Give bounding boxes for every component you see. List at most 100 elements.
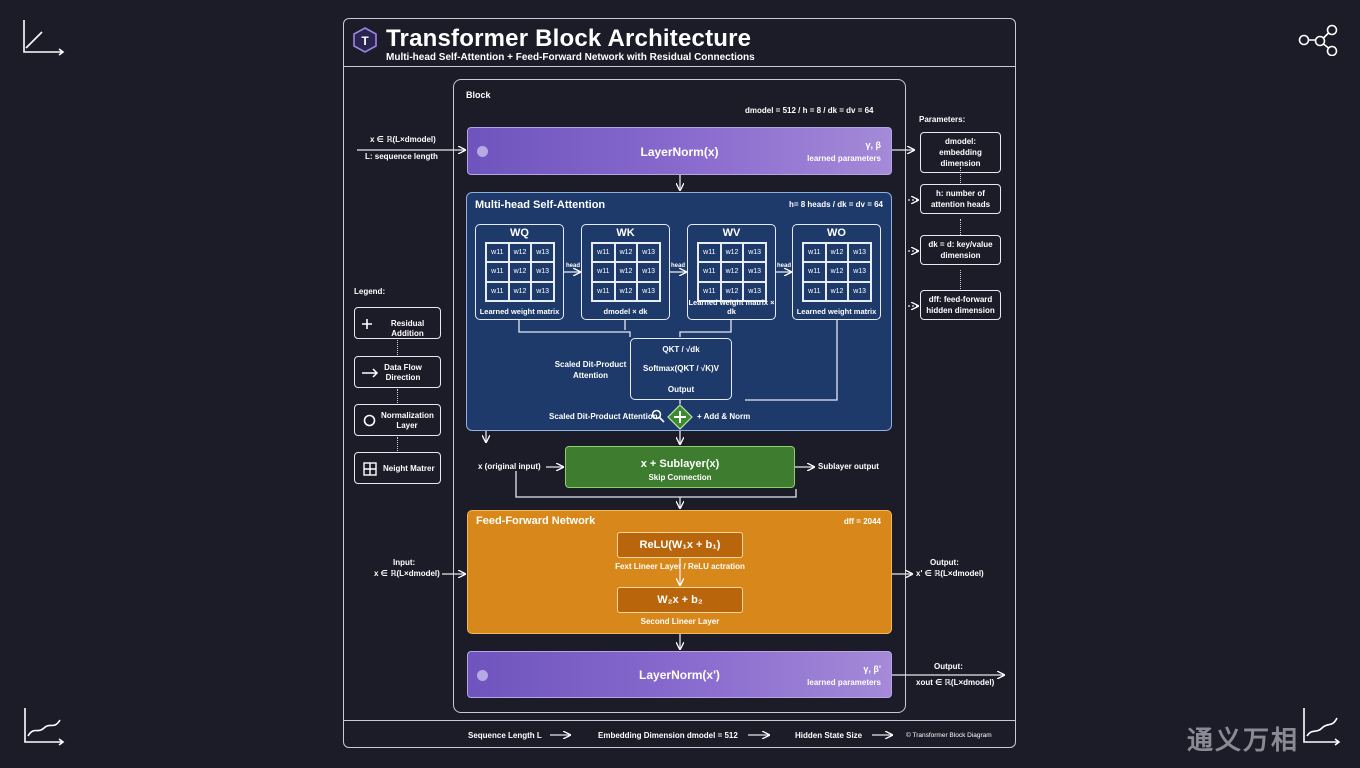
plus-icon bbox=[362, 319, 372, 329]
legend-normalization: Normalization Layer bbox=[354, 404, 441, 436]
matrix-cell: w12 bbox=[720, 243, 744, 263]
skip-connection: x + Sublayer(x) Skip Connection bbox=[565, 446, 795, 488]
layernorm-2-dot bbox=[477, 670, 488, 681]
matrix-cell: w13 bbox=[743, 243, 766, 263]
weight-q-caption: Learned weight matrix bbox=[479, 307, 560, 316]
layernorm-1-params-symbol: γ, β bbox=[865, 140, 882, 150]
legend-residual: Residual Addition bbox=[354, 307, 441, 339]
matrix-cell: w12 bbox=[825, 243, 849, 263]
ffn-input-label: Input: bbox=[393, 558, 416, 567]
matrix-cell: w13 bbox=[848, 281, 871, 301]
q-to-attn-line bbox=[518, 320, 631, 337]
matrix-cell: w12 bbox=[614, 281, 638, 301]
add-norm-icon bbox=[667, 404, 693, 430]
param-dk: dk = d: key/value dimension bbox=[920, 235, 1001, 265]
param-connector bbox=[960, 219, 962, 235]
matrix-cell: w13 bbox=[531, 262, 554, 282]
matrix-cell: w11 bbox=[486, 281, 509, 301]
footer-seq: Sequence Length L bbox=[468, 731, 542, 740]
matrix-cell: w11 bbox=[803, 243, 826, 263]
skip-subtitle: Skip Connection bbox=[648, 473, 712, 482]
layernorm-1-params-label: learned parameters bbox=[807, 154, 881, 163]
share-icon bbox=[1298, 24, 1338, 56]
footer-credit: © Transformer Block Diagram bbox=[906, 732, 992, 739]
matrix-cell: w11 bbox=[592, 262, 615, 282]
attention-output: Output bbox=[667, 385, 695, 394]
footer-hidden: Hidden State Size bbox=[795, 731, 863, 740]
param-connector bbox=[960, 270, 962, 289]
matrix-cell: w13 bbox=[743, 281, 766, 301]
matrix-cell: w12 bbox=[720, 262, 744, 282]
layernorm-2-params-label: learned parameters bbox=[807, 678, 881, 687]
multi-head-attention: Multi-head Self-Attention h= 8 heads / d… bbox=[466, 192, 892, 431]
layernorm-1-label: LayerNorm(x) bbox=[640, 145, 719, 159]
legend-dataflow-label: Data Flow Direction bbox=[384, 363, 422, 382]
matrix-cell: w13 bbox=[531, 281, 554, 301]
ffn-dff: dff = 2044 bbox=[843, 517, 881, 526]
layernorm-2-params-symbol: γ, β' bbox=[863, 664, 881, 674]
layernorm-1-dot bbox=[477, 146, 488, 157]
matrix-cell: w11 bbox=[698, 243, 721, 263]
legend-weight-matrix: Neight Matrer bbox=[354, 452, 441, 484]
matrix-cell: w12 bbox=[825, 262, 849, 282]
legend-weight-matrix-label: Neight Matrer bbox=[383, 464, 435, 473]
ffn-linear2-caption: Second Lineer Layer bbox=[640, 617, 720, 626]
ffn-output-label: Output: bbox=[930, 558, 959, 567]
param-heads: h: number of attention heads bbox=[920, 184, 1001, 214]
layernorm-2: LayerNorm(x') γ, β' learned parameters bbox=[467, 651, 892, 698]
watermark: 通义万相 bbox=[1187, 725, 1300, 755]
ffn-input-symbol: x ∈ ℝ(L×dmodel) bbox=[374, 569, 440, 578]
line-chart-icon bbox=[24, 708, 65, 746]
add-norm-label: + Add & Norm bbox=[697, 412, 751, 421]
matrix-cell: w11 bbox=[486, 262, 509, 282]
transformer-logo-icon: T bbox=[353, 27, 377, 53]
chart-axes-icon bbox=[23, 20, 65, 56]
matrix-cell: w13 bbox=[531, 243, 554, 263]
matrix-cell: w11 bbox=[803, 281, 826, 301]
skip-right-label: Sublayer output bbox=[818, 462, 879, 471]
head-label-2: head bbox=[671, 263, 686, 269]
legend-dataflow: Data Flow Direction bbox=[354, 356, 441, 388]
page-subtitle: Multi-head Self-Attention + Feed-Forward… bbox=[386, 52, 755, 63]
ffn-relu-layer: ReLU(W₁x + b₁) bbox=[617, 532, 743, 558]
weight-k-title: WK bbox=[616, 227, 635, 239]
footer-divider bbox=[344, 720, 1015, 721]
line-chart-icon-right bbox=[1303, 708, 1341, 746]
input-symbol: x ∈ ℝ(L×dmodel) bbox=[370, 135, 436, 144]
ffn-output-symbol: x' ∈ ℝ(L×dmodel) bbox=[916, 569, 984, 578]
layernorm-1: LayerNorm(x) γ, β learned parameters bbox=[467, 127, 892, 175]
weight-k-caption: dmodel × dk bbox=[603, 307, 648, 316]
matrix-cell: w12 bbox=[720, 281, 744, 301]
matrix-cell: w11 bbox=[698, 281, 721, 301]
o-to-attn-line bbox=[745, 320, 838, 401]
transformer-block bbox=[453, 79, 906, 713]
head-label-3: head bbox=[777, 263, 792, 269]
matrix-cell: w13 bbox=[848, 262, 871, 282]
matrix-cell: w11 bbox=[592, 243, 615, 263]
weight-o-caption: Learned weight matrix bbox=[796, 307, 877, 316]
legend-title: Legend: bbox=[354, 287, 386, 296]
matrix-cell: w12 bbox=[508, 243, 532, 263]
circle-icon bbox=[363, 414, 376, 427]
diagram-frame bbox=[343, 18, 1016, 748]
matrix-cell: w13 bbox=[637, 243, 660, 263]
matrix-cell: w11 bbox=[803, 262, 826, 282]
matrix-cell: w12 bbox=[614, 243, 638, 263]
ffn-title: Feed-Forward Network bbox=[476, 515, 596, 527]
svg-text:T: T bbox=[361, 34, 369, 48]
skip-left-label: x (original input) bbox=[478, 462, 541, 471]
weight-o-title: WO bbox=[827, 227, 846, 239]
param-dff: dff: feed-forward hidden dimension bbox=[920, 290, 1001, 320]
footer-emb: Embedding Dimension dmodel = 512 bbox=[598, 731, 738, 740]
skip-title: x + Sublayer(x) bbox=[640, 458, 720, 470]
matrix-cell: w13 bbox=[743, 262, 766, 282]
param-connector bbox=[960, 167, 962, 183]
arrow-right-icon bbox=[362, 368, 379, 378]
